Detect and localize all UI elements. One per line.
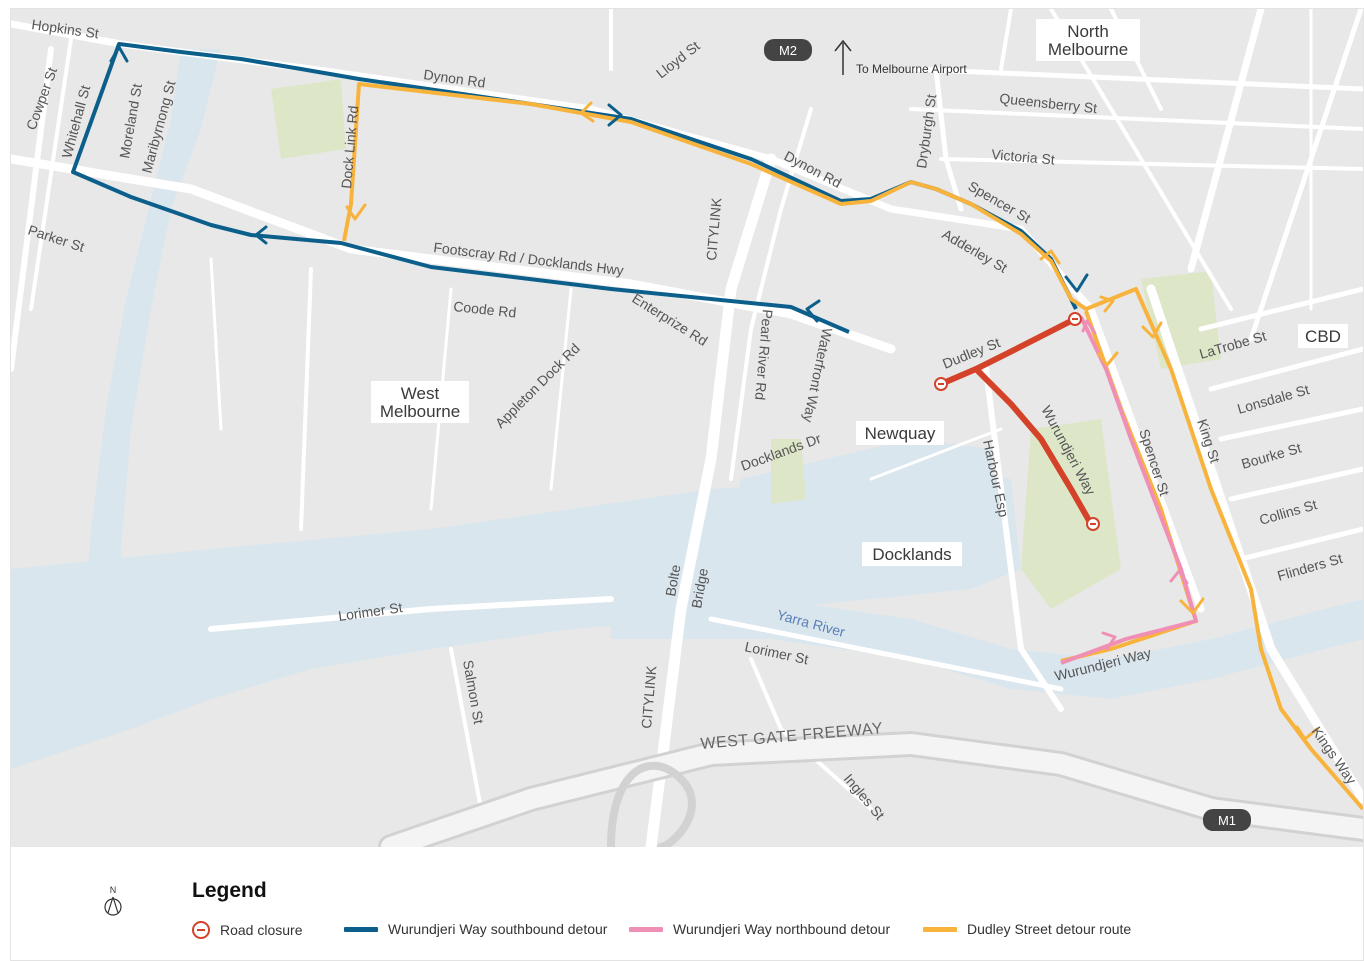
label-north-melbourne-2: Melbourne [1048, 40, 1128, 59]
label-dock-link: Dock Link Rd [338, 105, 361, 189]
map-canvas: M2 M1 To Melbourne Airport Hopkins St Co… [11, 9, 1363, 847]
label-north-melbourne-1: North [1067, 22, 1109, 41]
airport-arrow-icon [834, 39, 852, 75]
dudley-swatch [923, 926, 957, 932]
road-closure-wurundjeri-way [973, 366, 1094, 527]
dudley-detour-route [342, 82, 1363, 811]
legend-label-dudley: Dudley Street detour route [967, 921, 1132, 937]
road-closure-icon [1068, 312, 1082, 326]
legend-item-road-closure: Road closure [192, 921, 303, 939]
svg-text:M2: M2 [779, 43, 797, 58]
northbound-swatch [629, 926, 663, 932]
label-citylink-1: CITYLINK [703, 196, 724, 261]
legend-item-northbound: Wurundjeri Way northbound detour [629, 921, 890, 937]
road-closure-icon [192, 921, 210, 939]
m1-shield: M1 [1203, 809, 1251, 831]
direction-chevrons [109, 45, 1319, 741]
legend-panel: N Legend Road closure Wurundjeri Way sou… [11, 847, 1363, 960]
label-west-melbourne-2: Melbourne [380, 402, 460, 421]
label-west-melbourne-1: West [401, 384, 440, 403]
compass-letter: N [110, 885, 117, 895]
m2-shield: M2 [764, 39, 812, 61]
label-docklands: Docklands [872, 545, 951, 564]
park-north-west [271, 79, 346, 159]
legend-label-northbound: Wurundjeri Way northbound detour [673, 921, 891, 937]
label-pearl: Pearl River Rd [752, 309, 776, 401]
legend-label-southbound: Wurundjeri Way southbound detour [388, 921, 608, 937]
road-closure-dudley-st [938, 318, 1074, 387]
label-victoria: Victoria St [991, 146, 1056, 167]
freeway [378, 730, 1363, 847]
northbound-detour-route [1060, 316, 1198, 665]
legend-title: Legend [192, 879, 267, 902]
label-cbd: CBD [1305, 327, 1341, 346]
suburb-labels: North Melbourne West Melbourne Newquay D… [371, 19, 1348, 566]
southbound-swatch [344, 926, 378, 932]
road-closure-icon [934, 377, 948, 391]
airport-label: To Melbourne Airport [856, 62, 967, 76]
road-closure-markers [934, 312, 1100, 531]
legend-label-road-closure: Road closure [220, 922, 303, 938]
road-closure-icon [1086, 517, 1100, 531]
yarra-river-water [611, 599, 1363, 699]
park-docklands [771, 439, 806, 504]
label-bolte-1: Bolte [662, 563, 683, 597]
label-citylink-2: CITYLINK [638, 664, 659, 729]
legend-item-southbound: Wurundjeri Way southbound detour [344, 921, 607, 937]
map-figure: M2 M1 To Melbourne Airport Hopkins St Co… [10, 8, 1364, 961]
label-bolte-2: Bridge [688, 567, 711, 610]
svg-text:M1: M1 [1218, 813, 1236, 828]
label-newquay: Newquay [865, 424, 936, 443]
legend-item-dudley: Dudley Street detour route [923, 921, 1131, 937]
park-stadium [1021, 419, 1121, 609]
north-arrow-icon: N [101, 883, 125, 919]
label-coode: Coode Rd [453, 298, 517, 321]
